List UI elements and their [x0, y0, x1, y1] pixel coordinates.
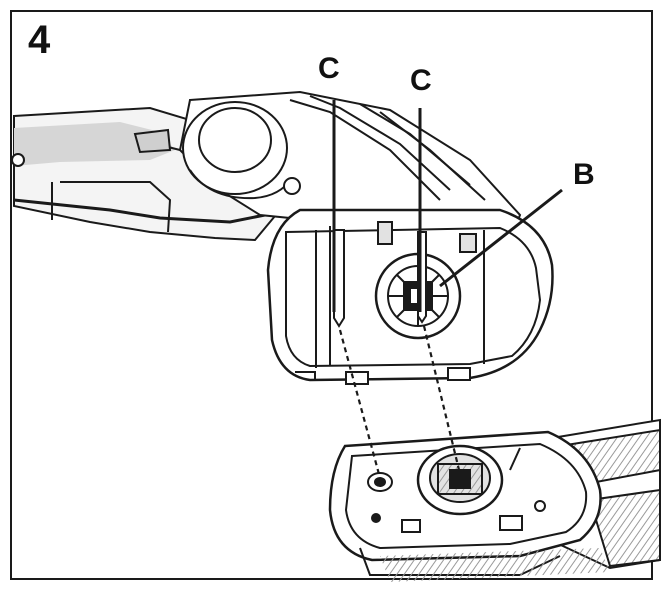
step-number: 4: [28, 18, 51, 62]
alignment-line-right: [422, 325, 462, 475]
leader-lines: [332, 100, 563, 312]
handle-grip-shade: [14, 122, 175, 166]
alignment-lines: [338, 325, 462, 479]
accessory-head: [328, 418, 661, 582]
leader-b: [439, 188, 563, 288]
alignment-line-left: [338, 329, 382, 479]
callout-c-right: C: [410, 64, 432, 97]
callout-b: B: [573, 158, 595, 191]
tool-body: [11, 90, 554, 385]
callout-c-left: C: [318, 52, 340, 85]
